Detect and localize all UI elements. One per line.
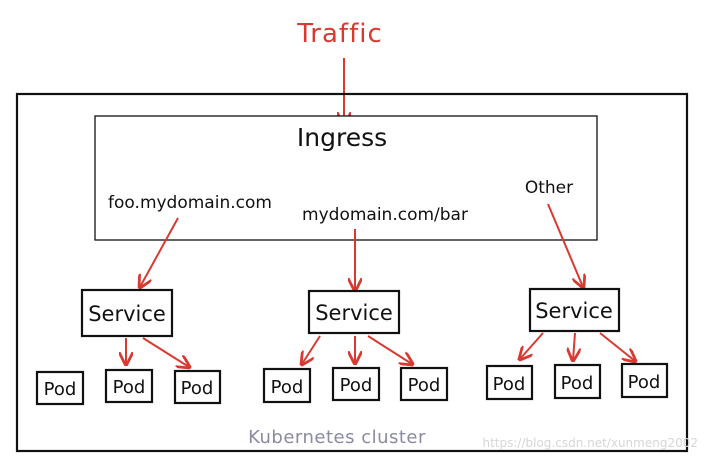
pod: Pod — [262, 367, 312, 404]
cluster-box — [15, 92, 689, 453]
service-3-pod-arrow-1 — [520, 332, 544, 359]
pod: Pod — [173, 369, 222, 405]
pod: Pod — [331, 366, 381, 402]
pod: Pod — [35, 370, 85, 406]
service-1-pod-arrows — [126, 337, 189, 367]
route-arrow-other — [547, 203, 583, 287]
service-2-pod-arrow-3 — [367, 335, 412, 364]
service-3: Service — [528, 287, 621, 333]
ingress-box — [94, 115, 598, 241]
pod-label: Pod — [181, 378, 214, 399]
pod-label: Pod — [628, 372, 661, 393]
pod: Pod — [485, 364, 534, 401]
pod: Pod — [104, 368, 154, 404]
service-3-pod-arrow-2 — [573, 332, 575, 360]
service-1: Service — [80, 288, 174, 338]
service-1-label: Service — [88, 302, 166, 326]
route-label-foo: foo.mydomain.com — [108, 193, 272, 213]
watermark: https://blog.csdn.net/xunmeng2002 — [482, 436, 698, 450]
service-3-pod-arrow-3 — [599, 332, 635, 361]
service-2-label: Service — [315, 301, 393, 325]
route-label-bar: mydomain.com/bar — [302, 205, 468, 225]
traffic-label: Traffic — [296, 19, 383, 49]
service-2-pods: Pod Pod Pod — [262, 366, 449, 404]
pod-label: Pod — [340, 375, 373, 396]
pod: Pod — [620, 362, 669, 399]
service-3-pods: Pod Pod Pod — [485, 362, 669, 401]
cluster-label: Kubernetes cluster — [248, 427, 426, 448]
pod: Pod — [399, 366, 449, 402]
pod-label: Pod — [271, 377, 304, 398]
pod-label: Pod — [408, 375, 441, 396]
service-2-pod-arrows — [302, 335, 412, 364]
service-1-pod-arrow-3 — [142, 337, 189, 367]
pod: Pod — [553, 363, 602, 400]
pod-label: Pod — [493, 374, 526, 395]
pod-label: Pod — [113, 377, 146, 398]
ingress-title: Ingress — [297, 123, 387, 152]
service-3-pod-arrows — [520, 332, 635, 361]
service-2-pod-arrow-1 — [302, 335, 321, 364]
route-arrow-foo — [140, 217, 179, 287]
service-2: Service — [307, 289, 401, 335]
route-label-other: Other — [525, 178, 573, 198]
service-1-pods: Pod Pod Pod — [35, 368, 222, 406]
pod-label: Pod — [561, 373, 594, 394]
service-3-label: Service — [535, 299, 613, 323]
pod-label: Pod — [44, 379, 77, 400]
